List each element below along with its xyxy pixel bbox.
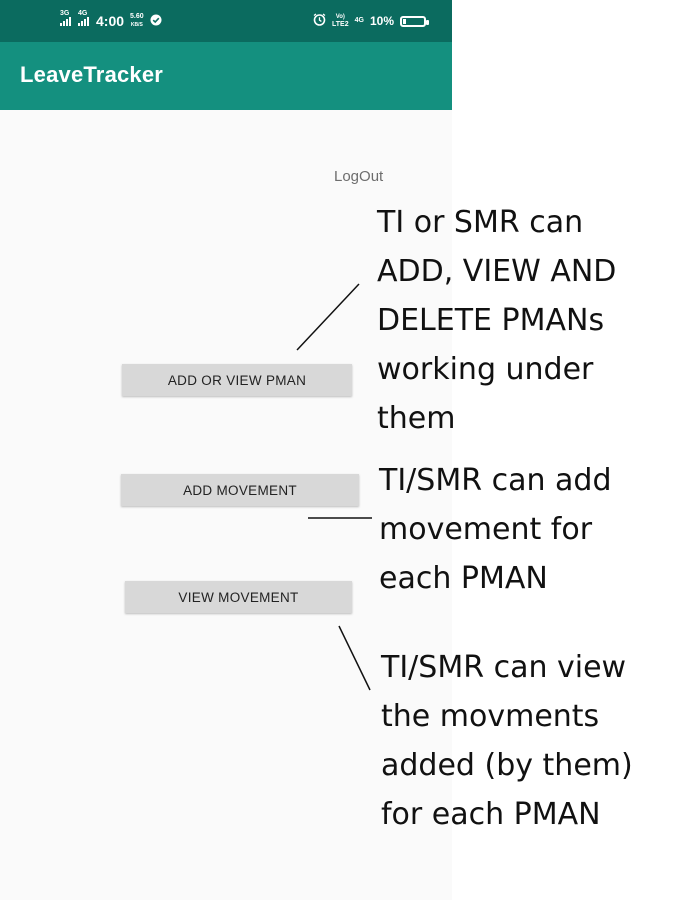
net-speed-value: 5.60 bbox=[130, 13, 144, 20]
battery-percent: 10% bbox=[369, 14, 394, 28]
status-right: Vo) LTE2 4G 10% bbox=[313, 13, 429, 29]
app-title: LeaveTracker bbox=[20, 62, 164, 87]
annotation-add-view-pman: TI or SMR can ADD, VIEW AND DELETE PMANs… bbox=[377, 205, 617, 436]
alarm-icon bbox=[313, 13, 326, 29]
status-time: 4:00 bbox=[96, 13, 125, 29]
status-bar: 3G 4G 4:00 5.60 KB/S Vo) LTE2 bbox=[0, 0, 452, 42]
signal-icon: 3G bbox=[60, 10, 72, 26]
check-circle-icon bbox=[150, 14, 162, 29]
lte-label: LTE2 bbox=[332, 21, 349, 28]
network-type-1: 3G bbox=[60, 10, 70, 17]
logout-link[interactable]: LogOut bbox=[334, 168, 384, 185]
network-4g-label: 4G bbox=[354, 17, 364, 24]
net-speed-unit: KB/S bbox=[130, 22, 143, 28]
battery-icon bbox=[400, 15, 429, 27]
app-bar: LeaveTracker bbox=[0, 42, 452, 110]
status-left: 3G 4G 4:00 5.60 KB/S bbox=[60, 10, 162, 29]
annotation-view-movement: TI/SMR can view the movments added (by t… bbox=[381, 650, 633, 832]
network-type-2: 4G bbox=[78, 10, 88, 17]
pointer-line-1 bbox=[296, 283, 360, 351]
add-or-view-pman-button[interactable]: ADD OR VIEW PMAN bbox=[122, 364, 352, 396]
view-movement-button[interactable]: VIEW MOVEMENT bbox=[125, 581, 352, 613]
pointer-line-3 bbox=[338, 625, 371, 691]
phone-screen: 3G 4G 4:00 5.60 KB/S Vo) LTE2 bbox=[0, 0, 452, 613]
add-movement-button[interactable]: ADD MOVEMENT bbox=[121, 474, 359, 506]
annotation-add-movement: TI/SMR can add movement for each PMAN bbox=[379, 463, 612, 596]
net-speed: 5.60 KB/S bbox=[130, 13, 144, 29]
signal-icon-2: 4G bbox=[78, 10, 90, 26]
volte-indicator: Vo) LTE2 bbox=[332, 13, 349, 29]
volte-label: Vo) bbox=[335, 14, 345, 20]
